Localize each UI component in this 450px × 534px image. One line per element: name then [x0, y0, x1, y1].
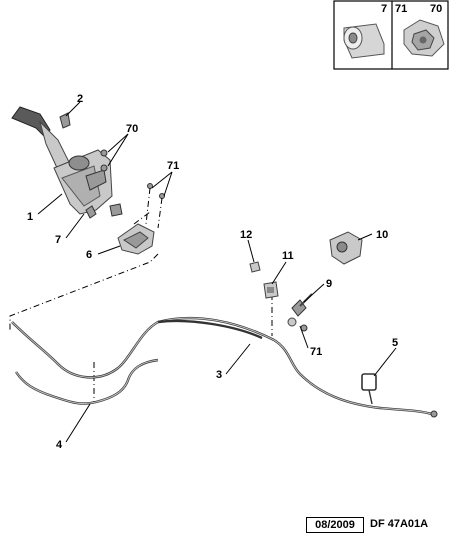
- callout-11: 11: [282, 250, 294, 262]
- callout-5: 5: [392, 337, 398, 349]
- callout-4: 4: [56, 439, 63, 451]
- assembly-link-line: [9, 253, 159, 332]
- callout-10: 10: [376, 229, 388, 241]
- footer-date: 08/2009: [306, 517, 364, 533]
- bolt-9: [287, 293, 313, 332]
- clip-12: [249, 261, 261, 273]
- callout-9: 9: [326, 278, 332, 290]
- callout-12: 12: [240, 229, 252, 241]
- callout-6: 6: [86, 249, 92, 261]
- callout-1: 1: [27, 211, 33, 223]
- inset-label-7: 7: [381, 3, 387, 15]
- callout-71-upper: 71: [167, 160, 179, 172]
- callout-numbers: 2 70 1 7 71 6 12 11 10 9 71 3 4 5: [27, 93, 398, 451]
- spacer-bushing-illustration: [343, 23, 385, 59]
- clip-11: [263, 281, 279, 299]
- callout-2: 2: [77, 93, 83, 105]
- clip-5: [361, 373, 377, 405]
- flanged-nut-illustration: [403, 19, 445, 57]
- handbrake-lever-assembly: [11, 106, 123, 219]
- footer-reference: DF 47A01A: [370, 518, 429, 530]
- inset-label-70: 70: [430, 3, 442, 15]
- callout-7: 7: [55, 234, 61, 246]
- callout-3: 3: [216, 369, 222, 381]
- callout-71-lower: 71: [310, 346, 322, 358]
- secondary-cable-3: [11, 316, 438, 418]
- inset-label-71: 71: [395, 3, 407, 15]
- equalizer-bracket: [117, 183, 165, 255]
- leader-lines: [37, 101, 397, 443]
- inset-panel: 7 71 70: [333, 0, 449, 70]
- callout-70: 70: [126, 123, 138, 135]
- primary-cable-4: [15, 358, 159, 405]
- bracket-10: [329, 231, 363, 265]
